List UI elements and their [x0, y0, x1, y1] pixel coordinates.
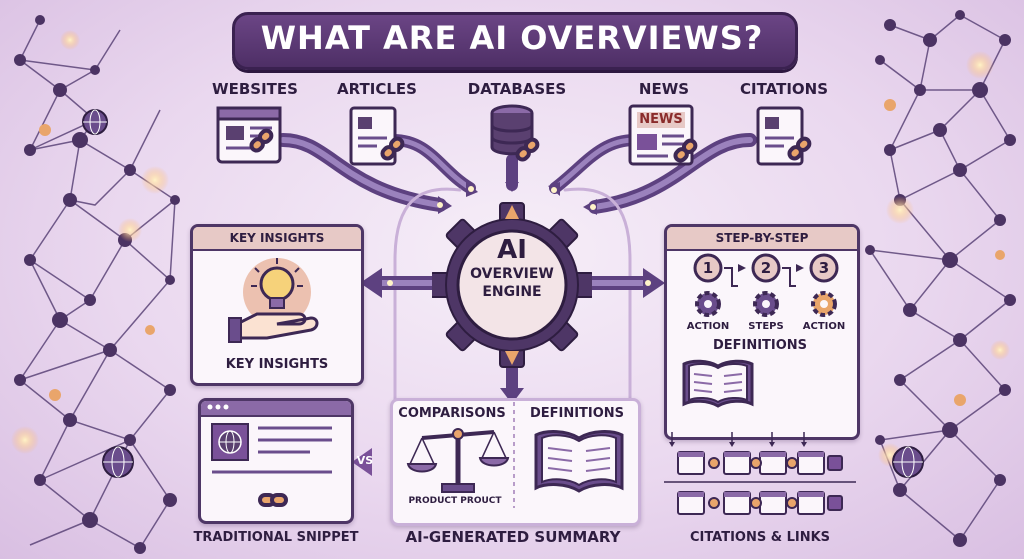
title-banner	[232, 12, 798, 70]
ai-engine-gear	[432, 202, 592, 368]
product-label: PRODUCT PROUCT	[408, 496, 502, 506]
lightbulb-hand-icon	[228, 258, 319, 343]
browser-bar	[201, 401, 351, 417]
ai-summary-caption: AI-GENERATED SUMMARY	[405, 528, 621, 546]
balance-scale-icon	[406, 428, 510, 493]
definitions-label-right: DEFINITIONS	[712, 338, 808, 353]
citations-links-grid	[664, 432, 856, 515]
key-insights-header: KEY INSIGHTS	[193, 227, 361, 251]
definitions-label-center: DEFINITIONS	[529, 406, 625, 421]
source-label-news: NEWS	[638, 80, 690, 98]
open-book-icon-right	[682, 359, 754, 408]
engine-title-overview: OVERVIEW	[470, 266, 554, 282]
citations-links-caption: CITATIONS & LINKS	[689, 530, 831, 545]
source-label-articles: ARTICLES	[337, 80, 417, 98]
engine-title-ai: AI	[497, 235, 527, 265]
key-insights-label: KEY INSIGHTS	[225, 357, 329, 372]
source-label-databases: DATABASES	[467, 80, 567, 98]
step-number-1: 1	[702, 259, 714, 277]
source-label-websites: WEBSITES	[212, 80, 298, 98]
step-label-action-2: ACTION	[802, 321, 846, 332]
step-number-2: 2	[760, 259, 772, 277]
summary-divider	[513, 402, 515, 508]
step-number-3: 3	[818, 259, 830, 277]
engine-title-engine: ENGINE	[482, 284, 542, 300]
citation-icon	[756, 106, 812, 166]
step-flow-diagram	[693, 253, 839, 317]
vs-badge: VS	[356, 454, 374, 467]
step-label-steps: STEPS	[748, 321, 784, 332]
step-by-step-header: STEP-BY-STEP	[667, 227, 857, 251]
snippet-content-icon	[207, 404, 332, 507]
newspaper-icon	[628, 104, 698, 166]
traditional-snippet-caption: TRADITIONAL SNIPPET	[193, 530, 359, 545]
comparisons-label: COMPARISONS	[398, 406, 506, 421]
page-title: WHAT ARE AI OVERVIEWS?	[260, 19, 764, 57]
database-icon	[490, 104, 540, 162]
step-label-action: ACTION	[686, 321, 730, 332]
article-icon	[349, 106, 405, 166]
open-book-icon-center	[534, 430, 624, 493]
source-label-citations: CITATIONS	[739, 80, 829, 98]
news-badge: NEWS	[639, 112, 683, 127]
website-icon	[216, 106, 282, 164]
